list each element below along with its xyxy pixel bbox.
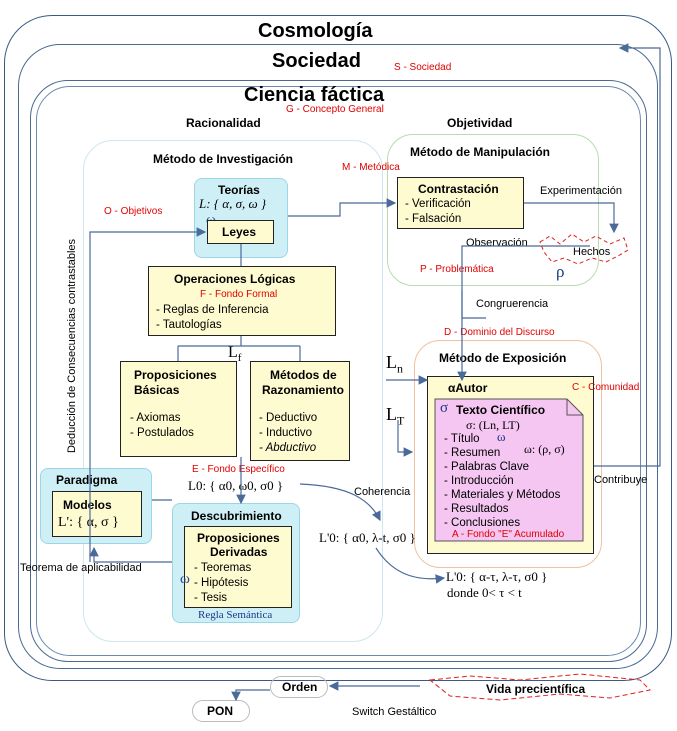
l0-prime-tau: L'0: { α-τ, λ-τ, σ0 } — [446, 569, 548, 584]
experimentacion-label: Experimentación — [540, 185, 622, 197]
texto-sigma: σ — [440, 400, 449, 416]
congruerencia-label: Congruerencia — [476, 298, 549, 310]
manipulacion-item-1: - Falsación — [405, 213, 462, 225]
descubrimiento-omega: ω — [180, 571, 190, 587]
prop-derivadas-title-2: Derivadas — [210, 545, 268, 559]
texto-omega-formula: ω: (ρ, σ) — [524, 442, 565, 456]
metodos-title-2: Razonamiento — [262, 383, 345, 397]
modelos-title: Modelos — [63, 498, 112, 512]
operaciones-item-0: - Reglas de Inferencia — [156, 304, 269, 316]
texto-item-2: - Palabras Clave — [444, 461, 530, 473]
teorema-label: Teorema de aplicabilidad — [20, 562, 142, 574]
metodos-title-1: Métodos de — [270, 368, 337, 382]
hechos-label: Hechos — [573, 246, 611, 258]
observacion-label: Observación — [466, 237, 528, 249]
texto-item-0: - Título — [444, 433, 480, 445]
operaciones-item-1: - Tautologías — [156, 319, 222, 331]
racionalidad-label: Racionalidad — [186, 116, 261, 130]
ciencia-title: Ciencia fáctica — [244, 84, 385, 106]
descubrimiento-title: Descubrimiento — [191, 509, 282, 523]
sociedad-title: Sociedad — [272, 50, 361, 72]
objetividad-label: Objetividad — [447, 116, 513, 130]
pon-pill — [192, 700, 250, 722]
metodos-item-2: - Abductivo — [259, 442, 317, 454]
l0-formula: L0: { α0, ω0, σ0 } — [188, 478, 284, 493]
texto-item-3: - Introducción — [444, 475, 514, 487]
d-dominio-label: D - Dominio del Discurso — [444, 327, 555, 338]
texto-item-1: - Resumen — [444, 447, 501, 459]
cosmologia-title: Cosmología — [258, 20, 373, 42]
texto-cientifico-title: Texto Científico — [456, 403, 546, 417]
autor-label: αAutor — [448, 381, 488, 395]
contribuye-label: Contribuye — [594, 474, 648, 486]
teorias-title: Teorías — [218, 183, 260, 197]
metodos-item-0: - Deductivo — [259, 412, 318, 424]
leyes-label: Leyes — [222, 225, 257, 239]
s-sociedad-label: S - Sociedad — [394, 62, 452, 73]
prop-basicas-title-1: Proposiciones — [134, 368, 217, 382]
deduccion-label: Deducción de Consecuencias contrastables — [66, 238, 78, 454]
o-objetivos-label: O - Objetivos — [104, 206, 163, 217]
prop-basicas-item-0: - Axiomas — [130, 412, 181, 424]
g-concepto-label: G - Concepto General — [286, 104, 384, 115]
metodos-razonamiento-box — [250, 361, 350, 461]
c-comunidad-label: C - Comunidad — [572, 382, 640, 393]
texto-item-6: - Conclusiones — [444, 517, 521, 529]
lf-label: Lf — [228, 344, 242, 365]
m-metodica-label: M - Metódica — [342, 162, 400, 173]
exposicion-title: Método de Exposición — [439, 351, 567, 365]
ln-label: Ln — [386, 352, 403, 376]
e-fondo-label: E - Fondo Específico — [192, 464, 285, 475]
f-fondo-label: F - Fondo Formal — [200, 289, 278, 300]
texto-omega: ω — [497, 429, 506, 444]
contrastacion-title: Contrastación — [418, 182, 499, 196]
metodos-item-1: - Inductivo — [259, 427, 313, 439]
coherencia-label: Coherencia — [354, 486, 411, 498]
leyes-box — [207, 220, 274, 244]
pon-label: PON — [207, 704, 234, 718]
prop-basicas-item-1: - Postulados — [130, 427, 194, 439]
donde-label: donde 0< τ < t — [447, 585, 522, 600]
investigacion-region — [83, 140, 383, 642]
prop-derivadas-item-0: - Teoremas — [194, 562, 252, 574]
manipulacion-item-0: - Verificación — [405, 198, 471, 210]
texto-item-5: - Resultados — [444, 503, 509, 515]
contrastacion-box — [397, 177, 524, 229]
orden-label: Orden — [282, 680, 318, 694]
investigacion-title: Método de Investigación — [153, 152, 294, 166]
operaciones-title: Operaciones Lógicas — [174, 272, 296, 286]
texto-cientifico-sheet — [434, 398, 584, 542]
paradigma-title: Paradigma — [56, 473, 118, 487]
prop-derivadas-title-1: Proposiciones — [197, 531, 280, 545]
a-fondo-label: A - Fondo "E" Acumulado — [452, 529, 565, 540]
prop-basicas-title-2: Básicas — [134, 383, 180, 397]
modelos-formula: L': { α, σ } — [58, 515, 119, 530]
teorias-formula: L: { α, σ, ω } — [199, 196, 267, 211]
prop-derivadas-item-1: - Hipótesis — [194, 577, 249, 589]
lt-label: LT — [386, 404, 405, 428]
texto-item-4: - Materiales y Métodos — [444, 489, 561, 501]
rho-label: ρ — [556, 262, 565, 281]
prop-derivadas-item-2: - Tesis — [194, 592, 228, 604]
switch-label: Switch Gestáltico — [352, 706, 437, 718]
texto-sigma-formula: σ: (Ln, LT) — [466, 418, 520, 432]
cosmologia-ring — [4, 15, 672, 681]
orden-pill — [270, 676, 328, 698]
vida-label: Vida precientífica — [486, 682, 586, 696]
manipulacion-title: Método de Manipulación — [410, 145, 550, 159]
l0-prime-formula: L'0: { α0, λ-t, σ0 } — [319, 530, 416, 545]
p-problematica-label: P - Problemática — [420, 264, 494, 275]
regla-semantica: Regla Semántica — [198, 609, 273, 621]
